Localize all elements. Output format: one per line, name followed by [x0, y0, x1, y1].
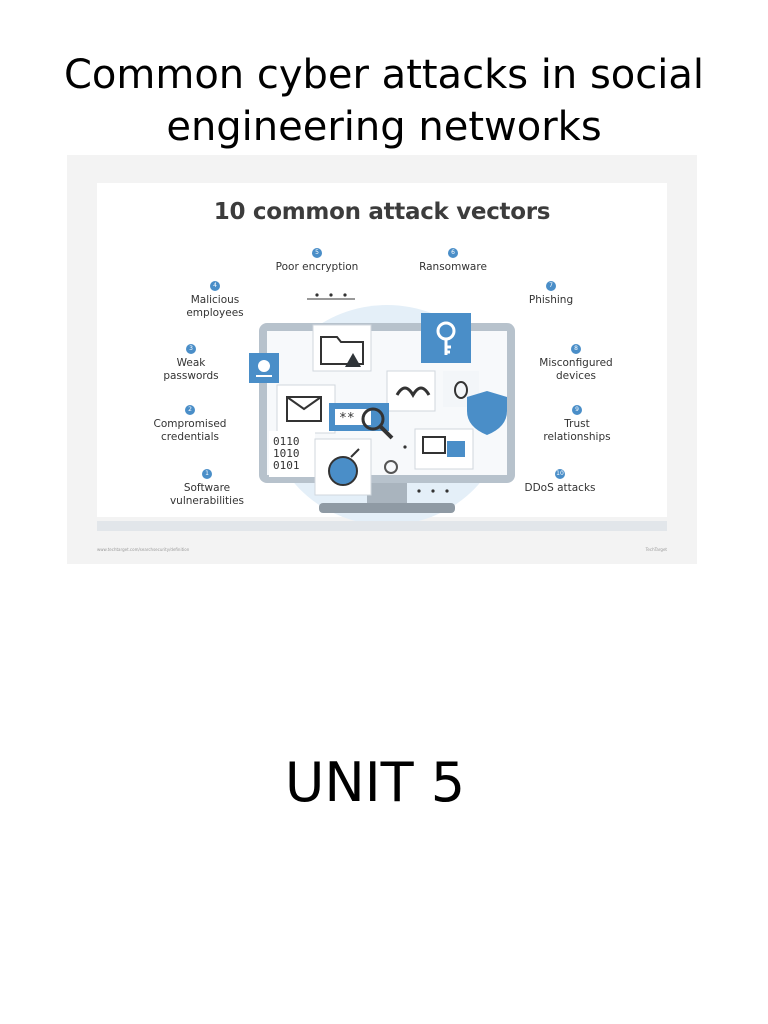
- vector-7: 7 Phishing: [501, 281, 601, 307]
- vector-8-label: Misconfigured: [539, 357, 613, 369]
- vector-10: 10 DDoS attacks: [510, 469, 610, 495]
- vector-3: 3 Weak passwords: [141, 344, 241, 382]
- monitor-base: [319, 503, 455, 513]
- vector-2-label: Compromised: [153, 418, 227, 430]
- vector-7-number: 7: [546, 281, 556, 291]
- vector-9-number: 9: [572, 405, 582, 415]
- binary-line-1: 0110: [273, 435, 300, 448]
- vector-8-number: 8: [571, 344, 581, 354]
- infographic-title: 10 common attack vectors: [213, 199, 551, 225]
- vector-6: 6 Ransomware: [403, 248, 503, 274]
- binary-line-3: 0101: [273, 459, 300, 472]
- vector-8: 8 Misconfigured devices: [526, 344, 626, 382]
- chain-icon: [395, 386, 431, 399]
- binary-tile: [269, 431, 315, 477]
- unit-label: UNIT 5: [284, 751, 466, 814]
- vector-2-number: 2: [185, 405, 195, 415]
- techtarget-logo: TechTarget: [645, 547, 667, 552]
- shield-icon: [467, 391, 507, 435]
- vector-1-label: Software: [183, 482, 231, 494]
- vector-9-label: Trust: [564, 418, 590, 430]
- vector-10-label: DDoS attacks: [524, 482, 596, 494]
- vector-8-label-2: devices: [556, 369, 596, 382]
- vector-6-label: Ransomware: [419, 261, 487, 273]
- vector-1-label-2: vulnerabilities: [169, 494, 245, 507]
- vector-2-label-2: credentials: [161, 430, 219, 443]
- vector-2: 2 Compromised credentials: [140, 405, 240, 443]
- vector-5-number: 5: [312, 248, 322, 258]
- password-mask: **: [339, 411, 355, 426]
- infographic-footer-source: www.techtarget.com/searchsecurity/defini…: [97, 547, 190, 552]
- envelope-icon: [286, 396, 322, 422]
- vector-10-number: 10: [555, 469, 565, 479]
- monitor-stand: [367, 483, 407, 505]
- vector-7-label: Phishing: [528, 294, 574, 306]
- vector-5: 5 Poor encryption: [267, 248, 367, 274]
- slide-title: Common cyber attacks in social engineeri…: [0, 49, 768, 153]
- vector-6-number: 6: [448, 248, 458, 258]
- power-button: [384, 460, 398, 474]
- computer-illustration: ** 0110 1010 0101: [249, 293, 515, 525]
- bug-icon: [454, 381, 468, 399]
- vector-1-number: 1: [202, 469, 212, 479]
- vector-9-label-2: relationships: [543, 430, 611, 443]
- vector-4-label-2: employees: [186, 306, 244, 319]
- bomb-icon: [328, 456, 358, 486]
- vector-3-number: 3: [186, 344, 196, 354]
- vector-3-label: Weak: [176, 357, 206, 369]
- vector-1: 1 Software vulnerabilities: [157, 469, 257, 507]
- binary-line-2: 1010: [273, 447, 300, 460]
- folder-icon: [320, 336, 364, 365]
- vector-4: 4 Malicious employees: [165, 281, 265, 319]
- slide-title-line-1: Common cyber attacks in social: [63, 51, 705, 98]
- vector-9: 9 Trust relationships: [527, 405, 627, 443]
- magnifier-icon: [361, 407, 385, 431]
- vector-5-label: Poor encryption: [275, 261, 359, 273]
- attack-vectors-infographic: 10 common attack vectors **: [67, 155, 697, 564]
- vector-3-label-2: passwords: [163, 369, 219, 382]
- skull-icon: [258, 360, 270, 372]
- vector-4-number: 4: [210, 281, 220, 291]
- infographic-footer-strip: [97, 521, 667, 531]
- slide-title-line-2: engineering networks: [166, 103, 602, 150]
- vector-4-label: Malicious: [190, 294, 240, 306]
- warning-icon: [345, 353, 361, 367]
- envelope-tile: [276, 384, 336, 434]
- id-card-icon: [422, 436, 446, 454]
